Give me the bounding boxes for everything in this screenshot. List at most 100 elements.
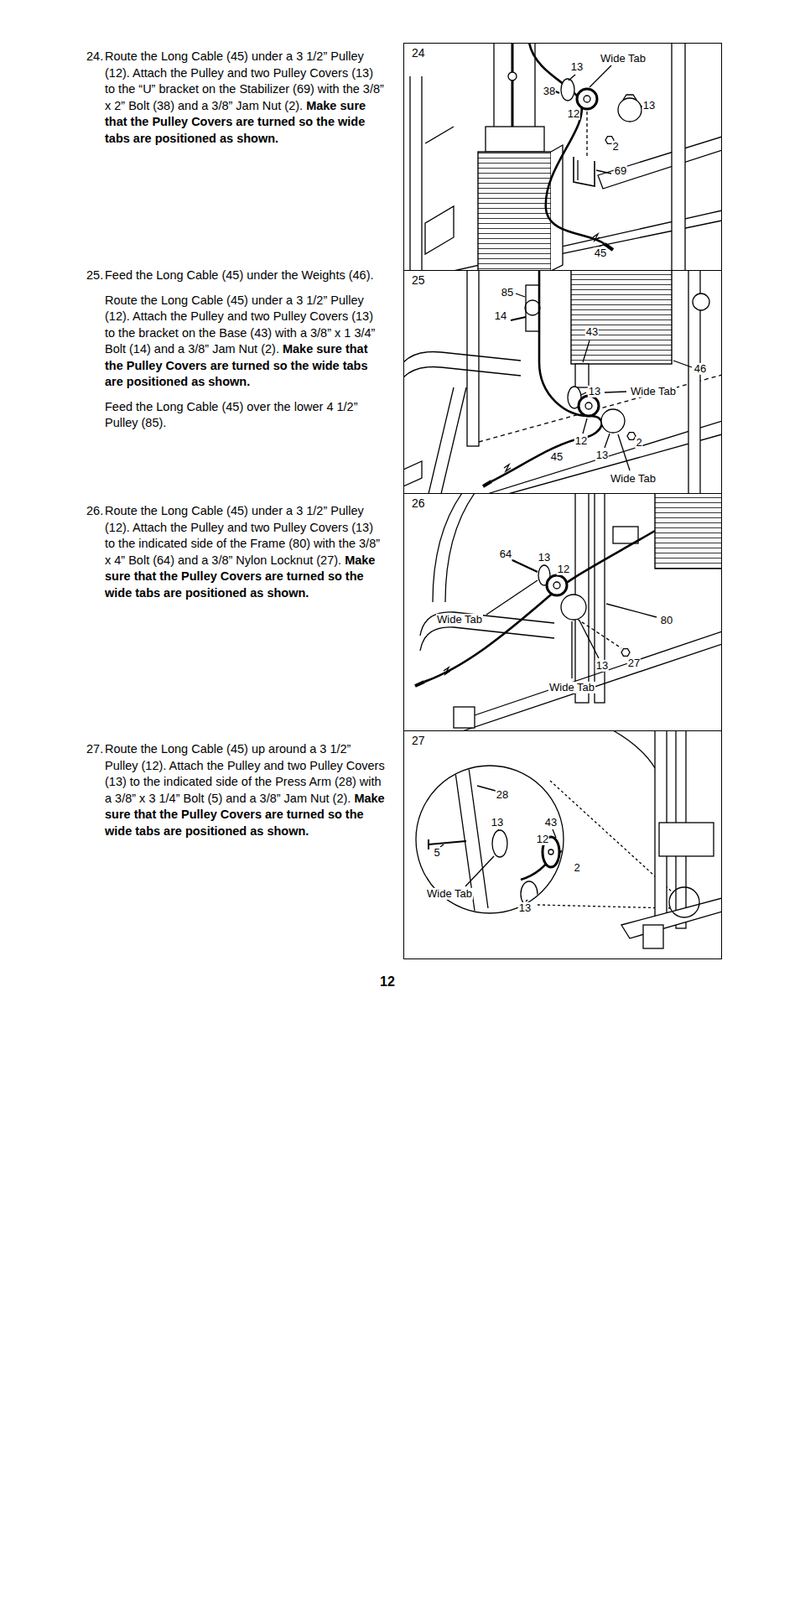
callout-label: 69 <box>613 165 628 177</box>
drawing-stroke <box>618 434 630 471</box>
drawing-stroke <box>585 402 593 410</box>
step-body: Feed the Long Cable (45) under the Weigh… <box>104 267 385 432</box>
drawing-stroke <box>581 392 587 395</box>
paragraph: Route the Long Cable (45) under a 3 1/2”… <box>104 48 385 147</box>
drawing-stroke <box>487 420 723 494</box>
drawing-stroke <box>606 603 657 618</box>
drawing-stroke <box>592 233 600 241</box>
callout-label: 13 <box>642 99 656 112</box>
drawing-stroke <box>511 42 515 127</box>
callout-label: 64 <box>498 548 513 561</box>
drawing-stroke <box>415 681 425 686</box>
panel-number: 27 <box>410 734 427 748</box>
drawing-stroke <box>623 94 637 100</box>
figure-panel: 27 <box>403 730 723 960</box>
callout-label: 45 <box>593 247 608 260</box>
figure-panel: 26 <box>403 493 723 732</box>
callout-label: 28 <box>495 789 510 801</box>
instruction-step: 24.Route the Long Cable (45) under a 3 1… <box>86 48 385 156</box>
drawing-stroke <box>510 316 526 321</box>
callout-label: 80 <box>659 614 674 627</box>
drawing-stroke <box>425 126 454 144</box>
callout-label: 12 <box>566 108 581 120</box>
step-number: 24. <box>86 48 104 66</box>
drawing-stroke <box>491 270 603 482</box>
paragraph: Feed the Long Cable (45) over the lower … <box>104 399 385 432</box>
drawing-stroke <box>604 433 610 448</box>
drawing-stroke <box>525 899 528 902</box>
callout-label: 27 <box>627 657 641 670</box>
drawing-stroke <box>403 461 422 487</box>
drawing-stroke <box>548 849 554 855</box>
drawing-stroke <box>462 644 723 732</box>
drawing-stroke <box>525 285 540 332</box>
drawing-stroke <box>586 111 588 159</box>
drawing-stroke <box>692 293 710 311</box>
drawing-stroke <box>425 206 454 255</box>
drawing-stroke <box>621 898 723 939</box>
drawing-stroke <box>493 42 494 127</box>
callout-label: 12 <box>556 563 571 576</box>
drawing-stroke <box>671 42 686 271</box>
panel-number: 25 <box>410 274 427 287</box>
callout-label: Wide Tab <box>609 472 657 485</box>
instruction-text: Feed the Long Cable (45) over the lower … <box>104 400 358 431</box>
drawing-stroke <box>432 493 463 603</box>
step-25-figure <box>403 270 723 494</box>
drawing-stroke <box>465 856 494 887</box>
drawing-stroke <box>618 98 642 122</box>
drawing-stroke <box>576 88 598 110</box>
callout-label: Wide Tab <box>436 613 484 626</box>
callout-label: 2 <box>611 140 619 153</box>
drawing-stroke <box>612 730 655 769</box>
step-number: 25. <box>86 267 104 285</box>
callout-label: 14 <box>493 310 508 323</box>
drawing-stroke <box>578 395 599 416</box>
drawing-stroke <box>553 581 561 589</box>
drawing-stroke <box>597 136 723 189</box>
callout-label: 13 <box>595 449 609 462</box>
callout-label: 38 <box>542 85 556 98</box>
callout-label: 2 <box>634 436 643 449</box>
callout-label: 46 <box>693 363 707 375</box>
drawing-stroke <box>524 300 541 316</box>
drawing-stroke <box>428 387 454 494</box>
callout-label: 13 <box>587 385 602 398</box>
instruction-step: 25.Feed the Long Cable (45) under the We… <box>86 267 385 441</box>
drawing-stroke <box>571 270 672 364</box>
drawing-stroke <box>409 76 411 271</box>
drawing-stroke <box>485 126 545 152</box>
drawing-stroke <box>403 352 521 364</box>
instruction-text: Route the Long Cable (45) under a 3 1/2”… <box>104 503 380 567</box>
drawing-stroke <box>571 621 572 679</box>
drawing-stroke <box>601 409 625 433</box>
callout-label: 13 <box>518 902 532 915</box>
drawing-stroke <box>498 829 499 832</box>
drawing-stroke <box>561 78 575 101</box>
callout-label: Wide Tab <box>425 888 473 900</box>
drawing-stroke <box>477 785 496 791</box>
drawing-stroke <box>568 74 576 81</box>
paragraph: Feed the Long Cable (45) under the Weigh… <box>104 267 385 285</box>
drawing-stroke <box>483 481 492 487</box>
step-27-figure <box>415 730 723 949</box>
callout-label: 5 <box>432 846 441 859</box>
callout-label: 13 <box>537 551 551 564</box>
drawing-stroke <box>415 765 564 914</box>
drawing-stroke <box>621 649 630 657</box>
callout-label: 13 <box>490 816 504 829</box>
drawing-stroke <box>503 464 511 472</box>
panel-number: 24 <box>410 46 427 60</box>
instruction-step: 26.Route the Long Cable (45) under a 3 1… <box>86 503 385 610</box>
step-body: Route the Long Cable (45) up around a 3 … <box>104 741 385 840</box>
step-24-figure <box>410 42 723 271</box>
drawing-stroke <box>673 360 692 368</box>
drawing-stroke <box>654 493 723 569</box>
callout-label: 43 <box>544 816 558 829</box>
step-26-figure <box>415 493 723 732</box>
callout-label: Wide Tab <box>599 52 647 65</box>
callout-label: Wide Tab <box>629 385 677 398</box>
drawing-stroke <box>486 580 538 615</box>
step-body: Route the Long Cable (45) under a 3 1/2”… <box>104 48 385 147</box>
